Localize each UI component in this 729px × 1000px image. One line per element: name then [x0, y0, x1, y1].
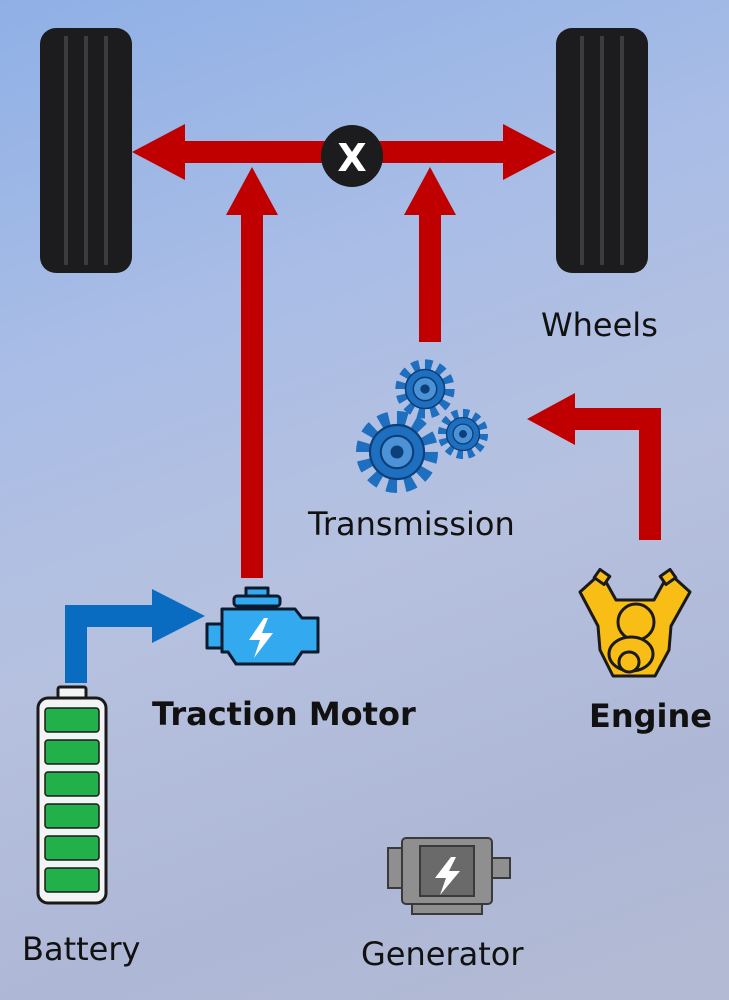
- battery-to-motor-arrow: [65, 589, 205, 683]
- battery-label: Battery: [22, 930, 141, 968]
- generator-icon: [387, 837, 511, 915]
- generator-label: Generator: [361, 935, 524, 973]
- wheels-label: Wheels: [541, 306, 658, 344]
- transmission-gears-icon: [364, 365, 484, 486]
- junction-node: X: [321, 125, 383, 187]
- transmission-label: Transmission: [308, 505, 515, 543]
- engine-label: Engine: [589, 697, 712, 735]
- battery-cells: [44, 707, 100, 893]
- engine-icon: [578, 567, 692, 678]
- junction-mark: X: [337, 136, 366, 180]
- right-wheel-tire-icon: [556, 28, 648, 273]
- left-wheel-tire-icon: [40, 28, 132, 273]
- battery-icon: [36, 685, 108, 905]
- motor-to-axle-arrow: [226, 167, 278, 578]
- transmission-to-axle-arrow: [404, 167, 456, 342]
- traction-motor-label: Traction Motor: [152, 695, 416, 733]
- engine-to-transmission-arrow: [527, 393, 661, 540]
- electric-motor-icon: [205, 586, 320, 666]
